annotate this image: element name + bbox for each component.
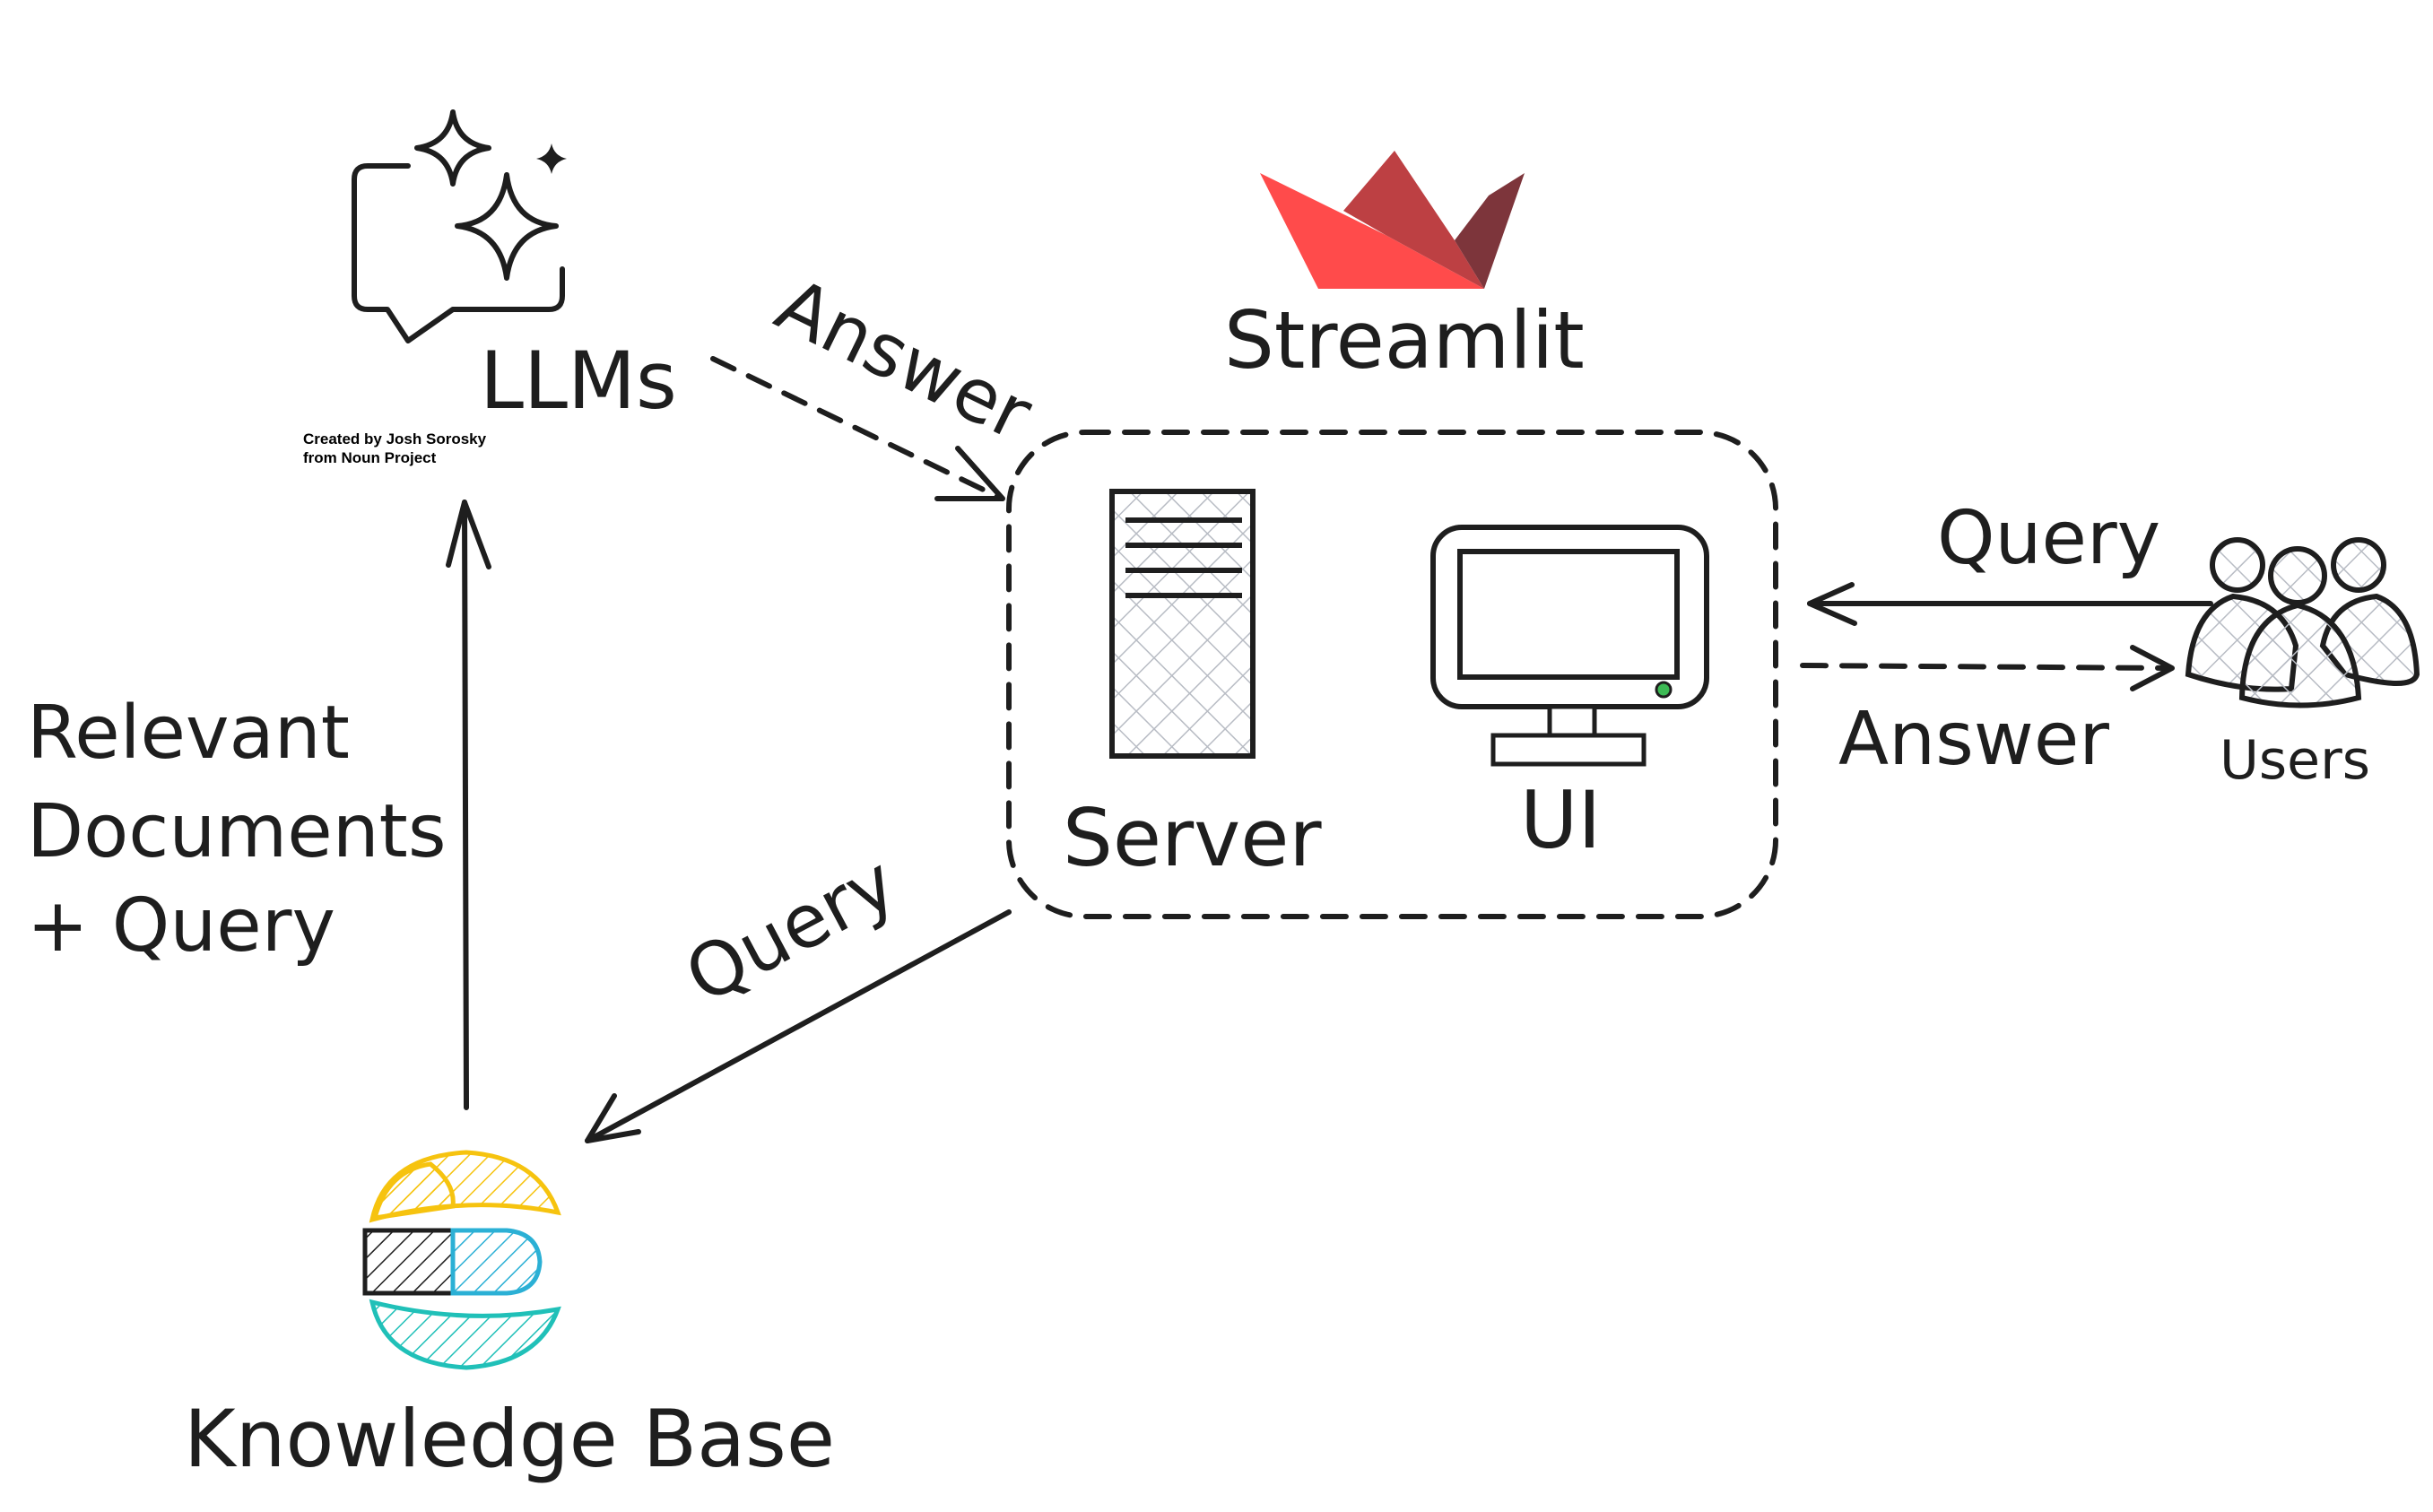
elastic-logo-icon: [362, 1150, 561, 1370]
edge-app-to-users: [1800, 645, 2175, 691]
edge-llms-to-app: [710, 356, 1005, 501]
users-group-icon: [2185, 537, 2420, 708]
monitor-icon: [1430, 525, 1709, 767]
server-tower-icon: [1109, 489, 1256, 759]
edge-kb-to-llms: [446, 500, 491, 1110]
users-label: Users: [2220, 729, 2370, 792]
knowledge-base-label: Knowledge Base: [184, 1393, 835, 1485]
relevant-line-3: + Query: [27, 883, 335, 969]
llm-chat-sparkle-icon: [352, 109, 567, 343]
relevant-line-2: Documents: [27, 789, 447, 874]
streamlit-label: Streamlit: [1224, 294, 1585, 387]
edge-users-to-app: [1807, 582, 2213, 626]
server-label: Server: [1063, 792, 1322, 884]
edge-users-app-label: Query: [1937, 496, 2160, 581]
edge-llms-app-label: Answer: [763, 263, 1044, 458]
credit-line-2: from Noun Project: [303, 449, 437, 466]
streamlit-logo-icon: [1260, 151, 1525, 289]
edge-app-users-label: Answer: [1838, 697, 2109, 782]
edge-app-to-kb: [585, 909, 1012, 1143]
ui-label: UI: [1520, 774, 1601, 866]
llms-label: LLMs: [480, 335, 677, 427]
relevant-line-1: Relevant: [27, 691, 350, 776]
credit-line-1: Created by Josh Sorosky: [303, 430, 487, 448]
edge-app-kb-label: Query: [673, 840, 910, 1021]
